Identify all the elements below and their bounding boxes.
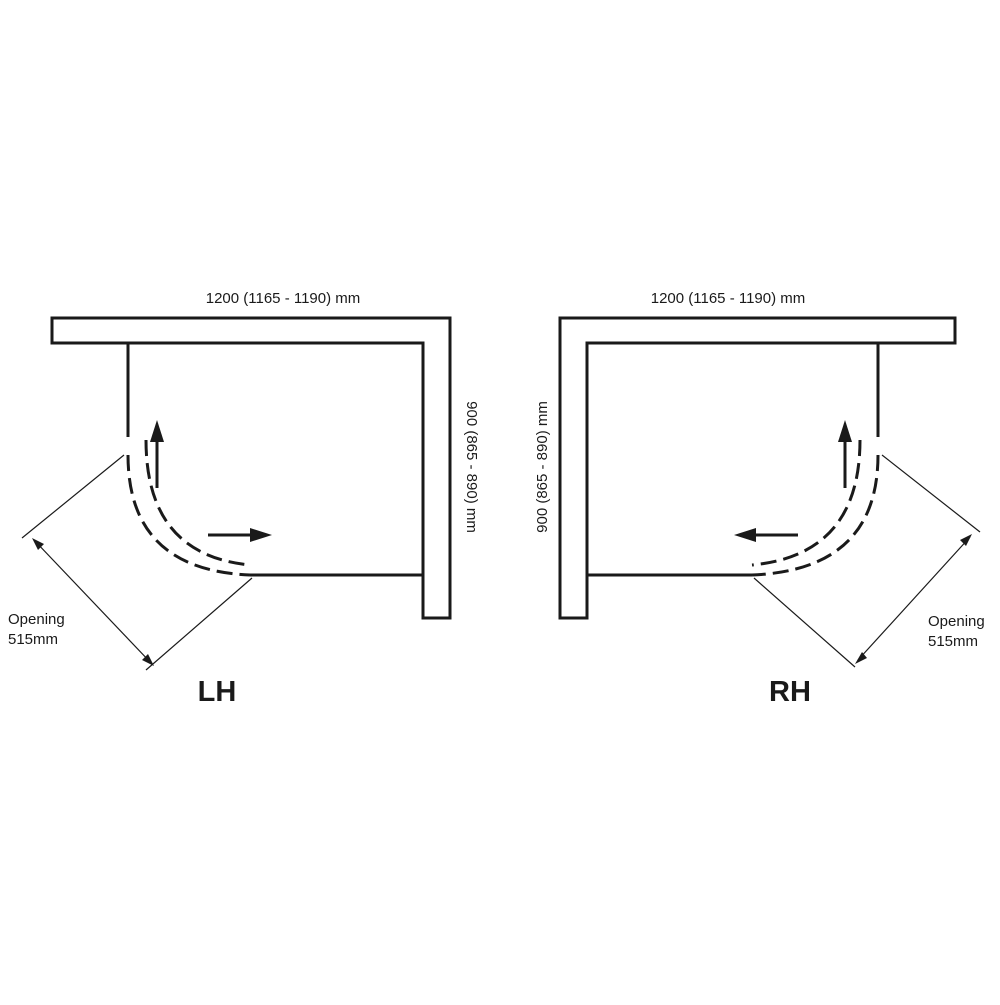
lh-extension-line-bottom (145, 577, 253, 671)
lh-width-label: 1200 (1165 - 1190) mm (206, 290, 361, 307)
rh-hand-label: RH (769, 676, 811, 708)
lh-depth-label: 900 (865 - 890) mm (463, 401, 480, 533)
lh-opening-dimension-line (33, 539, 153, 665)
rh-opening-dimension-line (857, 536, 971, 661)
lh-dimension-arrowhead-bottom (142, 654, 154, 666)
rh-width-label: 1200 (1165 - 1190) mm (651, 290, 806, 307)
rh-dimension-arrowhead-top (960, 534, 972, 546)
rh-plan: 1200 (1165 - 1190) mm 900 (865 - 890) mm… (534, 290, 985, 708)
lh-inner-door-arc (144, 439, 251, 567)
rh-left-arrow-icon (734, 528, 756, 542)
lh-opening-label: Opening (8, 611, 65, 628)
lh-outer-door-arc (126, 454, 251, 577)
lh-plan: 1200 (1165 - 1190) mm 900 (865 - 890) mm… (8, 290, 480, 708)
rh-dimension-arrowhead-bottom (855, 652, 867, 664)
rh-opening-label: Opening (928, 613, 985, 630)
rh-depth-label: 900 (865 - 890) mm (534, 401, 551, 533)
rh-extension-line-top (881, 454, 981, 533)
rh-up-arrow-icon (838, 420, 852, 442)
rh-opening-size: 515mm (928, 633, 978, 650)
rh-wall (558, 316, 957, 620)
lh-up-arrow-icon (150, 420, 164, 442)
lh-extension-line-top (21, 454, 125, 539)
lh-dimension-arrowhead-top (32, 538, 44, 550)
rh-extension-line-bottom (753, 577, 856, 668)
rh-inner-door-arc (751, 439, 862, 567)
lh-wall (50, 316, 452, 620)
lh-hand-label: LH (198, 676, 237, 708)
lh-opening-size: 515mm (8, 631, 58, 648)
rh-outer-door-arc (751, 454, 880, 577)
lh-right-arrow-icon (250, 528, 272, 542)
